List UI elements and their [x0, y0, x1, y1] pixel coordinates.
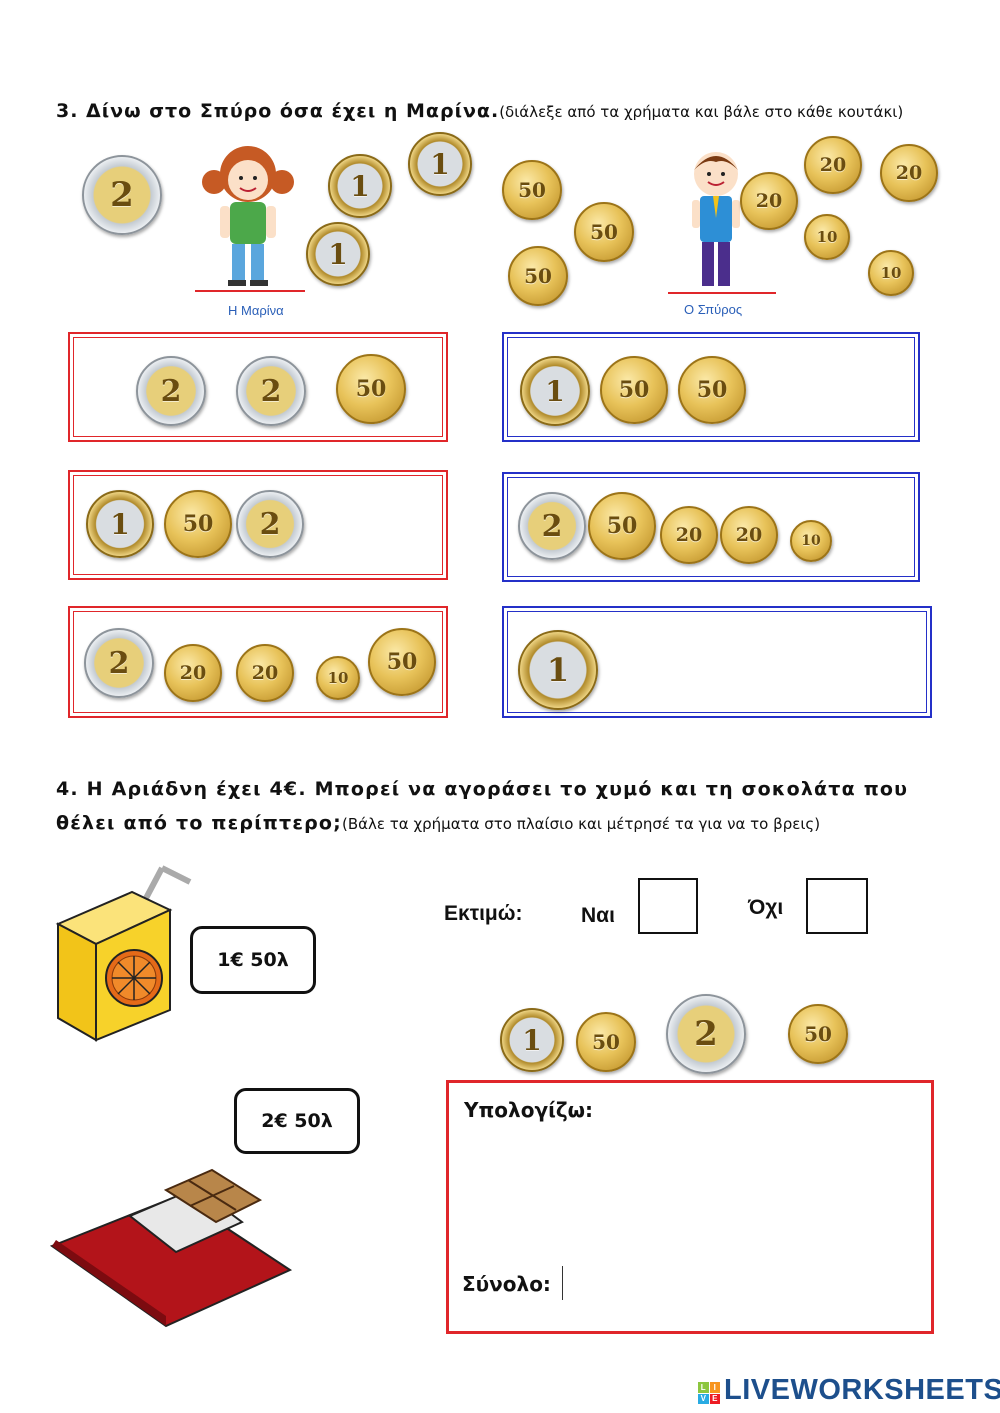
question-3-text: 3. Δίνω στο Σπύρο όσα έχει η Μαρίνα.	[56, 100, 500, 122]
juice-price: 1€ 50λ	[217, 949, 289, 971]
coin-20-cent[interactable]: 20	[236, 644, 294, 702]
coin-20-cent[interactable]: 20	[720, 506, 778, 564]
calculate-label: Υπολογίζω:	[464, 1098, 594, 1122]
coin-2-euro[interactable]: 2	[236, 356, 306, 426]
coin-50-cent-loose[interactable]: 50	[788, 1004, 848, 1064]
spyros-box-2[interactable]	[502, 472, 920, 582]
spyros-floor-line	[668, 292, 776, 294]
coin-20-cent[interactable]: 20	[164, 644, 222, 702]
coin-50-cent[interactable]: 50	[588, 492, 656, 560]
coin-2-euro-loose[interactable]: 2	[82, 155, 162, 235]
coin-10-cent[interactable]: 10	[316, 656, 360, 700]
coin-1-euro-loose[interactable]: 1	[500, 1008, 564, 1072]
calculation-box[interactable]	[446, 1080, 934, 1334]
spyros-box-1[interactable]	[502, 332, 920, 442]
question-4-line-2-text: θέλει από το περίπτερο;	[56, 812, 342, 834]
estimate-label: Εκτιμώ:	[444, 902, 523, 925]
coin-10-cent[interactable]: 10	[790, 520, 832, 562]
juice-box-illustration	[52, 862, 192, 1042]
coin-1-euro-loose[interactable]: 1	[328, 154, 392, 218]
spyros-illustration	[686, 148, 746, 293]
spyros-box-3[interactable]	[502, 606, 932, 718]
marina-caption: Η Μαρίνα	[228, 303, 284, 318]
coin-10-cent-loose[interactable]: 10	[868, 250, 914, 296]
question-3-note: (διάλεξε από τα χρήματα και βάλε στο κάθ…	[499, 103, 904, 121]
chocolate-illustration	[46, 1160, 306, 1330]
coin-50-cent-loose[interactable]: 50	[576, 1012, 636, 1072]
coin-2-euro[interactable]: 2	[84, 628, 154, 698]
marina-illustration	[200, 140, 296, 290]
coin-50-cent[interactable]: 50	[336, 354, 406, 424]
question-4-line-2: θέλει από το περίπτερο;(Βάλε τα χρήματα …	[56, 812, 820, 834]
no-label: Όχι	[748, 896, 784, 919]
marina-box-1[interactable]	[68, 332, 448, 442]
marina-box-2[interactable]	[68, 470, 448, 580]
coin-2-euro[interactable]: 2	[518, 492, 586, 560]
question-4-line-1: 4. Η Αριάδνη έχει 4€. Μπορεί να αγοράσει…	[56, 778, 909, 800]
brand-logo[interactable]: LIVEWORKSHEETS	[724, 1374, 1000, 1406]
coin-20-cent[interactable]: 20	[660, 506, 718, 564]
coin-2-euro[interactable]: 2	[136, 356, 206, 426]
coin-20-cent-loose[interactable]: 20	[740, 172, 798, 230]
brand-badge-icon: L I V E	[698, 1382, 720, 1404]
coin-50-cent-loose[interactable]: 50	[574, 202, 634, 262]
coin-50-cent-loose[interactable]: 50	[508, 246, 568, 306]
coin-50-cent-loose[interactable]: 50	[502, 160, 562, 220]
coin-20-cent-loose[interactable]: 20	[880, 144, 938, 202]
coin-2-euro[interactable]: 2	[236, 490, 304, 558]
juice-price-tag: 1€ 50λ	[190, 926, 316, 994]
no-checkbox[interactable]	[806, 878, 868, 934]
yes-label: Ναι	[581, 904, 615, 927]
coin-1-euro-loose[interactable]: 1	[306, 222, 370, 286]
coin-50-cent[interactable]: 50	[368, 628, 436, 696]
coin-1-euro[interactable]: 1	[86, 490, 154, 558]
question-3-title: 3. Δίνω στο Σπύρο όσα έχει η Μαρίνα.(διά…	[56, 100, 903, 122]
coin-50-cent[interactable]: 50	[678, 356, 746, 424]
spyros-caption: Ο Σπύρος	[684, 302, 743, 317]
total-input[interactable]	[562, 1266, 771, 1300]
total-label: Σύνολο:	[462, 1272, 551, 1296]
coin-1-euro[interactable]: 1	[520, 356, 590, 426]
coin-50-cent[interactable]: 50	[164, 490, 232, 558]
chocolate-price-tag: 2€ 50λ	[234, 1088, 360, 1154]
question-4-note: (Βάλε τα χρήματα στο πλαίσιο και μέτρησέ…	[341, 815, 821, 833]
coin-1-euro[interactable]: 1	[518, 630, 598, 710]
coin-2-euro-loose[interactable]: 2	[666, 994, 746, 1074]
coin-50-cent[interactable]: 50	[600, 356, 668, 424]
marina-floor-line	[195, 290, 305, 292]
coin-10-cent-loose[interactable]: 10	[804, 214, 850, 260]
coin-1-euro-loose[interactable]: 1	[408, 132, 472, 196]
coin-20-cent-loose[interactable]: 20	[804, 136, 862, 194]
chocolate-price: 2€ 50λ	[261, 1110, 333, 1132]
marina-box-3[interactable]	[68, 606, 448, 718]
yes-checkbox[interactable]	[638, 878, 698, 934]
